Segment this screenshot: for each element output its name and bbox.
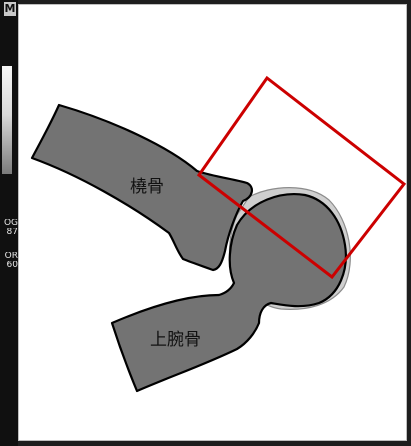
- grayscale-gradient-bar: [2, 66, 12, 174]
- bone-diagram: [30, 75, 407, 393]
- side-text-1-line2: 87: [6, 228, 18, 237]
- image-canvas[interactable]: 橈骨 上腕骨: [18, 4, 407, 441]
- side-text-1-line1: OG: [3, 219, 18, 228]
- left-panel: M OG 87 OR 60: [0, 0, 18, 446]
- side-text-2-line2: 60: [6, 261, 18, 270]
- corner-label[interactable]: M: [4, 2, 16, 16]
- humerus-label: 上腕骨: [150, 330, 201, 350]
- selection-box[interactable]: [196, 75, 407, 280]
- radius-label: 橈骨: [130, 177, 164, 197]
- side-text-2-line1: OR: [4, 252, 18, 261]
